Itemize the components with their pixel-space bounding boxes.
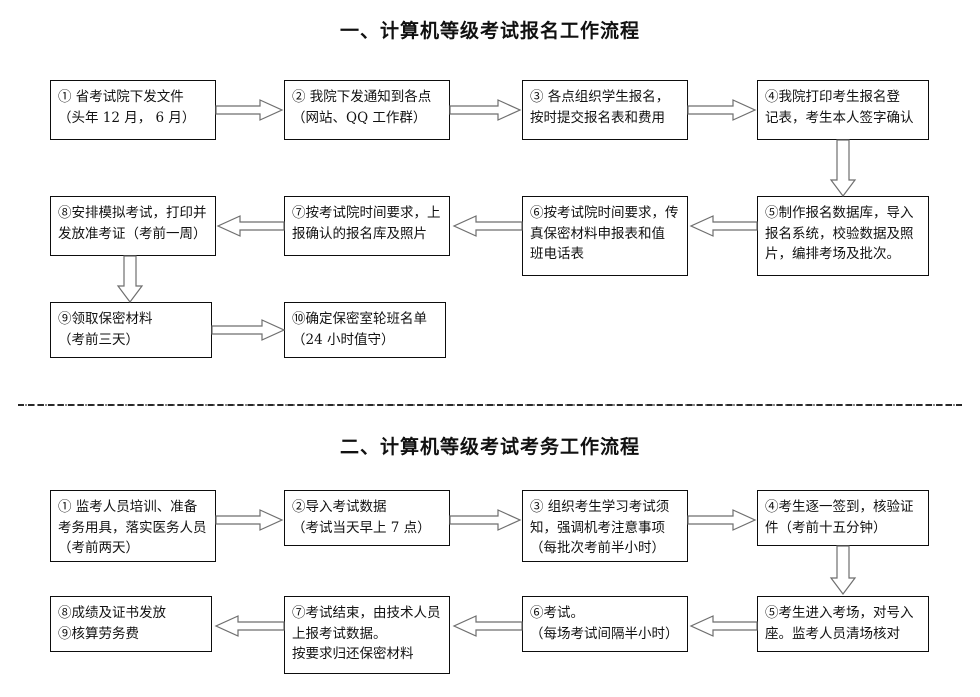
arrow-s1-n4-to-n5 [828, 139, 858, 198]
arrow-s2-n2-to-n3 [449, 508, 522, 532]
node-s2-n7[interactable]: ⑦考试结束，由技术人员 上报考试数据。 按要求归还保密材料 [284, 596, 450, 674]
arrow-s2-n3-to-n4 [687, 508, 757, 532]
node-s2-n3[interactable]: ③ 组织考生学习考试须 知，强调机考注意事项 （每批次考前半小时） [522, 490, 688, 562]
section-divider [18, 404, 962, 406]
node-s1-n4[interactable]: ④我院打印考生报名登 记表，考生本人签字确认 [757, 80, 929, 140]
arrow-s2-n4-to-n5 [828, 545, 858, 596]
node-s1-n8[interactable]: ⑧安排模拟考试，打印并 发放准考证（考前一周） [50, 196, 216, 256]
arrow-s2-n1-to-n2 [215, 508, 284, 532]
node-s2-n4[interactable]: ④考生逐一签到，核验证 件（考前十五分钟） [757, 490, 929, 546]
node-s1-n6[interactable]: ⑥按考试院时间要求，传 真保密材料申报表和值 班电话表 [522, 196, 688, 276]
arrow-s1-n6-to-n7 [450, 214, 523, 238]
node-s1-n9[interactable]: ⑨领取保密材料 （考前三天） [50, 302, 212, 358]
node-s1-n5[interactable]: ⑤制作报名数据库，导入 报名系统，校验数据及照 片，编排考场及批次。 [757, 196, 929, 276]
node-s2-n5[interactable]: ⑤考生进入考场，对号入 座。监考人员清场核对 [757, 596, 929, 652]
arrow-s1-n3-to-n4 [687, 98, 757, 122]
arrow-s1-n5-to-n6 [688, 214, 758, 238]
node-s1-n3[interactable]: ③ 各点组织学生报名， 按时提交报名表和费用 [522, 80, 688, 140]
arrow-s2-n7-to-n8 [212, 614, 285, 638]
node-s1-n7[interactable]: ⑦按考试院时间要求，上 报确认的报名库及照片 [284, 196, 450, 256]
node-s1-n10[interactable]: ⑩确定保密室轮班名单 （24 小时值守） [284, 302, 446, 358]
arrow-s1-n8-to-n9 [115, 255, 145, 304]
section-1-title: 一、计算机等级考试报名工作流程 [339, 20, 640, 42]
arrow-s1-n1-to-n2 [215, 98, 284, 122]
node-s2-n1[interactable]: ① 监考人员培训、准备 考务用具，落实医务人员 （考前两天） [50, 490, 216, 562]
node-s1-n2[interactable]: ② 我院下发通知到各点 （网站、QQ 工作群） [284, 80, 450, 140]
section-2-title: 二、计算机等级考试考务工作流程 [339, 436, 640, 458]
node-s2-n8[interactable]: ⑧成绩及证书发放 ⑨核算劳务费 [50, 596, 212, 652]
node-s2-n6[interactable]: ⑥考试。 （每场考试间隔半小时） [522, 596, 688, 652]
arrow-s1-n7-to-n8 [216, 214, 285, 238]
arrow-s1-n2-to-n3 [449, 98, 522, 122]
node-s1-n1[interactable]: ① 省考试院下发文件 （头年 12 月， 6 月） [50, 80, 216, 140]
arrow-s2-n5-to-n6 [688, 614, 758, 638]
arrow-s1-n9-to-n10 [211, 318, 286, 342]
arrow-s2-n6-to-n7 [450, 614, 523, 638]
node-s2-n2[interactable]: ②导入考试数据 （考试当天早上 7 点） [284, 490, 450, 546]
